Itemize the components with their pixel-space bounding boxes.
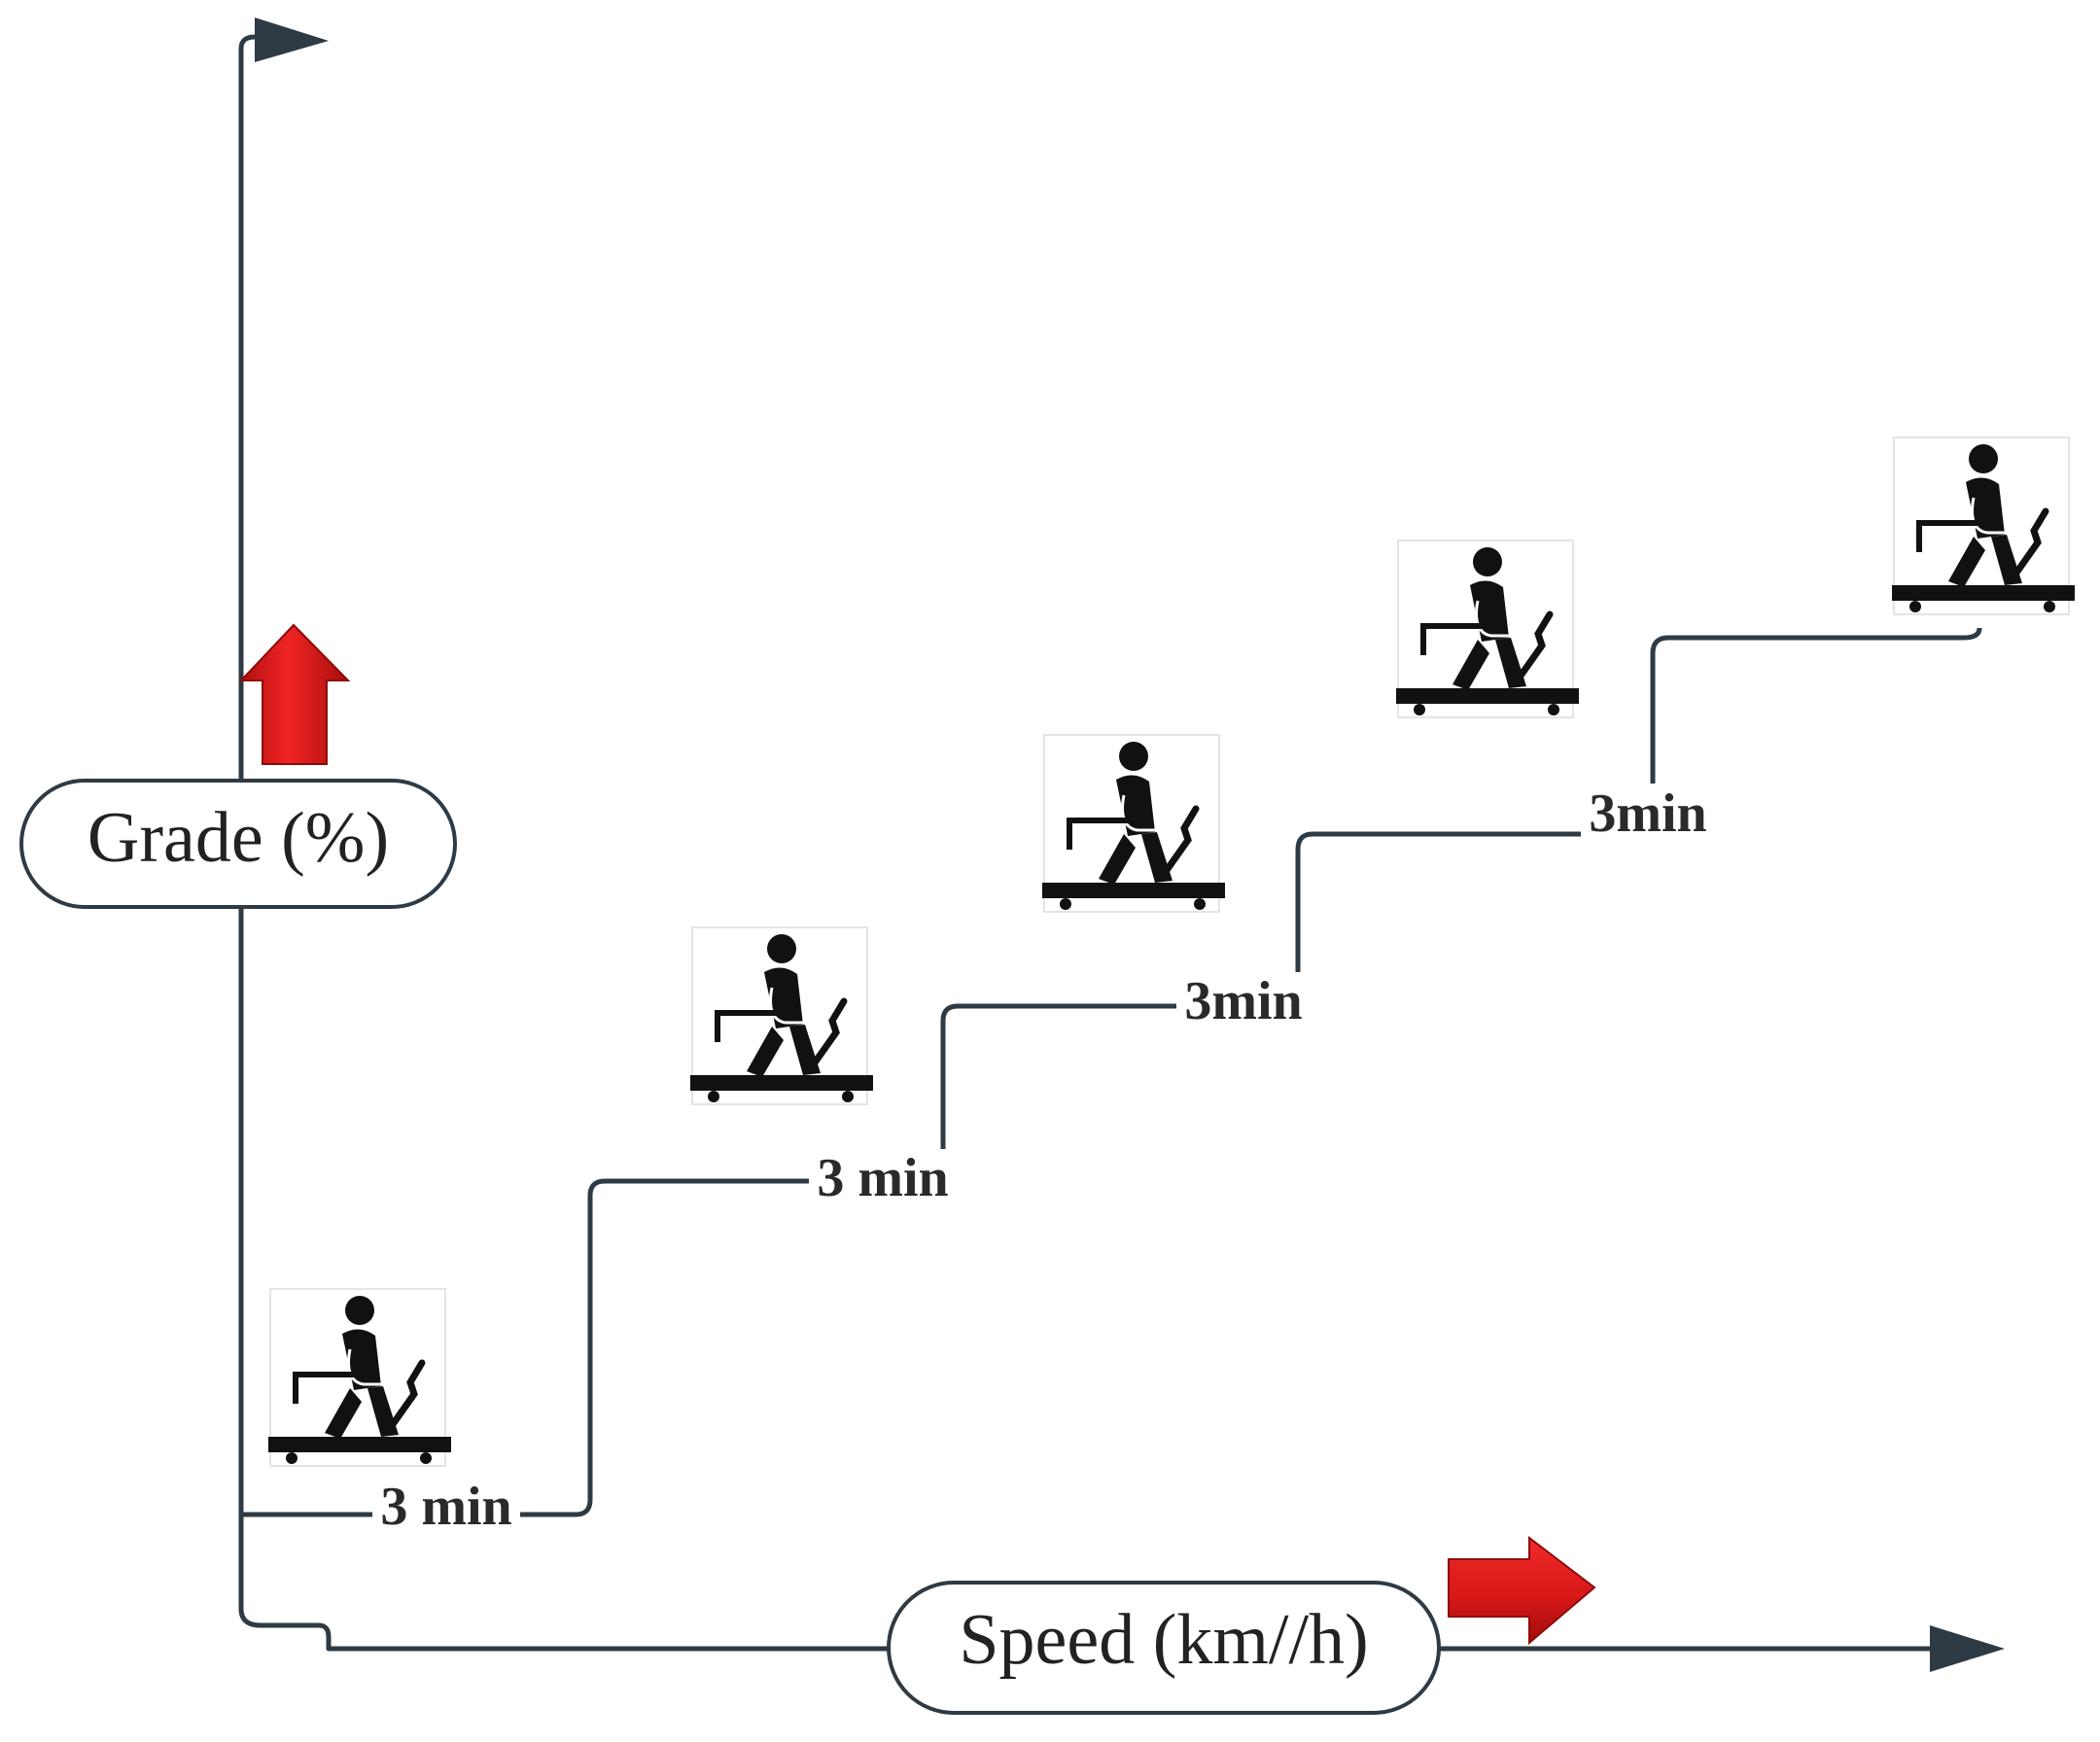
grade-axis-label-box xyxy=(19,779,457,909)
stage-1-duration: 3 min xyxy=(380,1477,511,1537)
grade-increase-arrow-icon xyxy=(238,623,351,765)
y-axis-line xyxy=(238,34,256,1609)
speed-increase-arrow-icon xyxy=(1448,1535,1596,1646)
speed-axis-label: Speed (km//h) xyxy=(959,1600,1368,1680)
stage-2-duration: 3 min xyxy=(817,1148,948,1208)
stage-4-treadmill-icon xyxy=(1396,540,1579,717)
stage-3-duration: 3min xyxy=(1184,971,1302,1031)
stage-1-treadmill-icon xyxy=(268,1289,451,1466)
stage-3-treadmill-icon xyxy=(1042,735,1225,912)
x-axis-arrowhead xyxy=(1930,1625,2005,1672)
stage-4-duration: 3min xyxy=(1589,784,1706,844)
stage-5-treadmill-icon xyxy=(1892,437,2075,614)
stage-2-treadmill-icon xyxy=(690,927,873,1104)
grade-axis-label: Grade (%) xyxy=(88,798,389,878)
x-axis-line xyxy=(238,1608,1940,1652)
speed-axis-label-box xyxy=(887,1581,1441,1715)
y-axis-arrowhead xyxy=(255,17,329,62)
